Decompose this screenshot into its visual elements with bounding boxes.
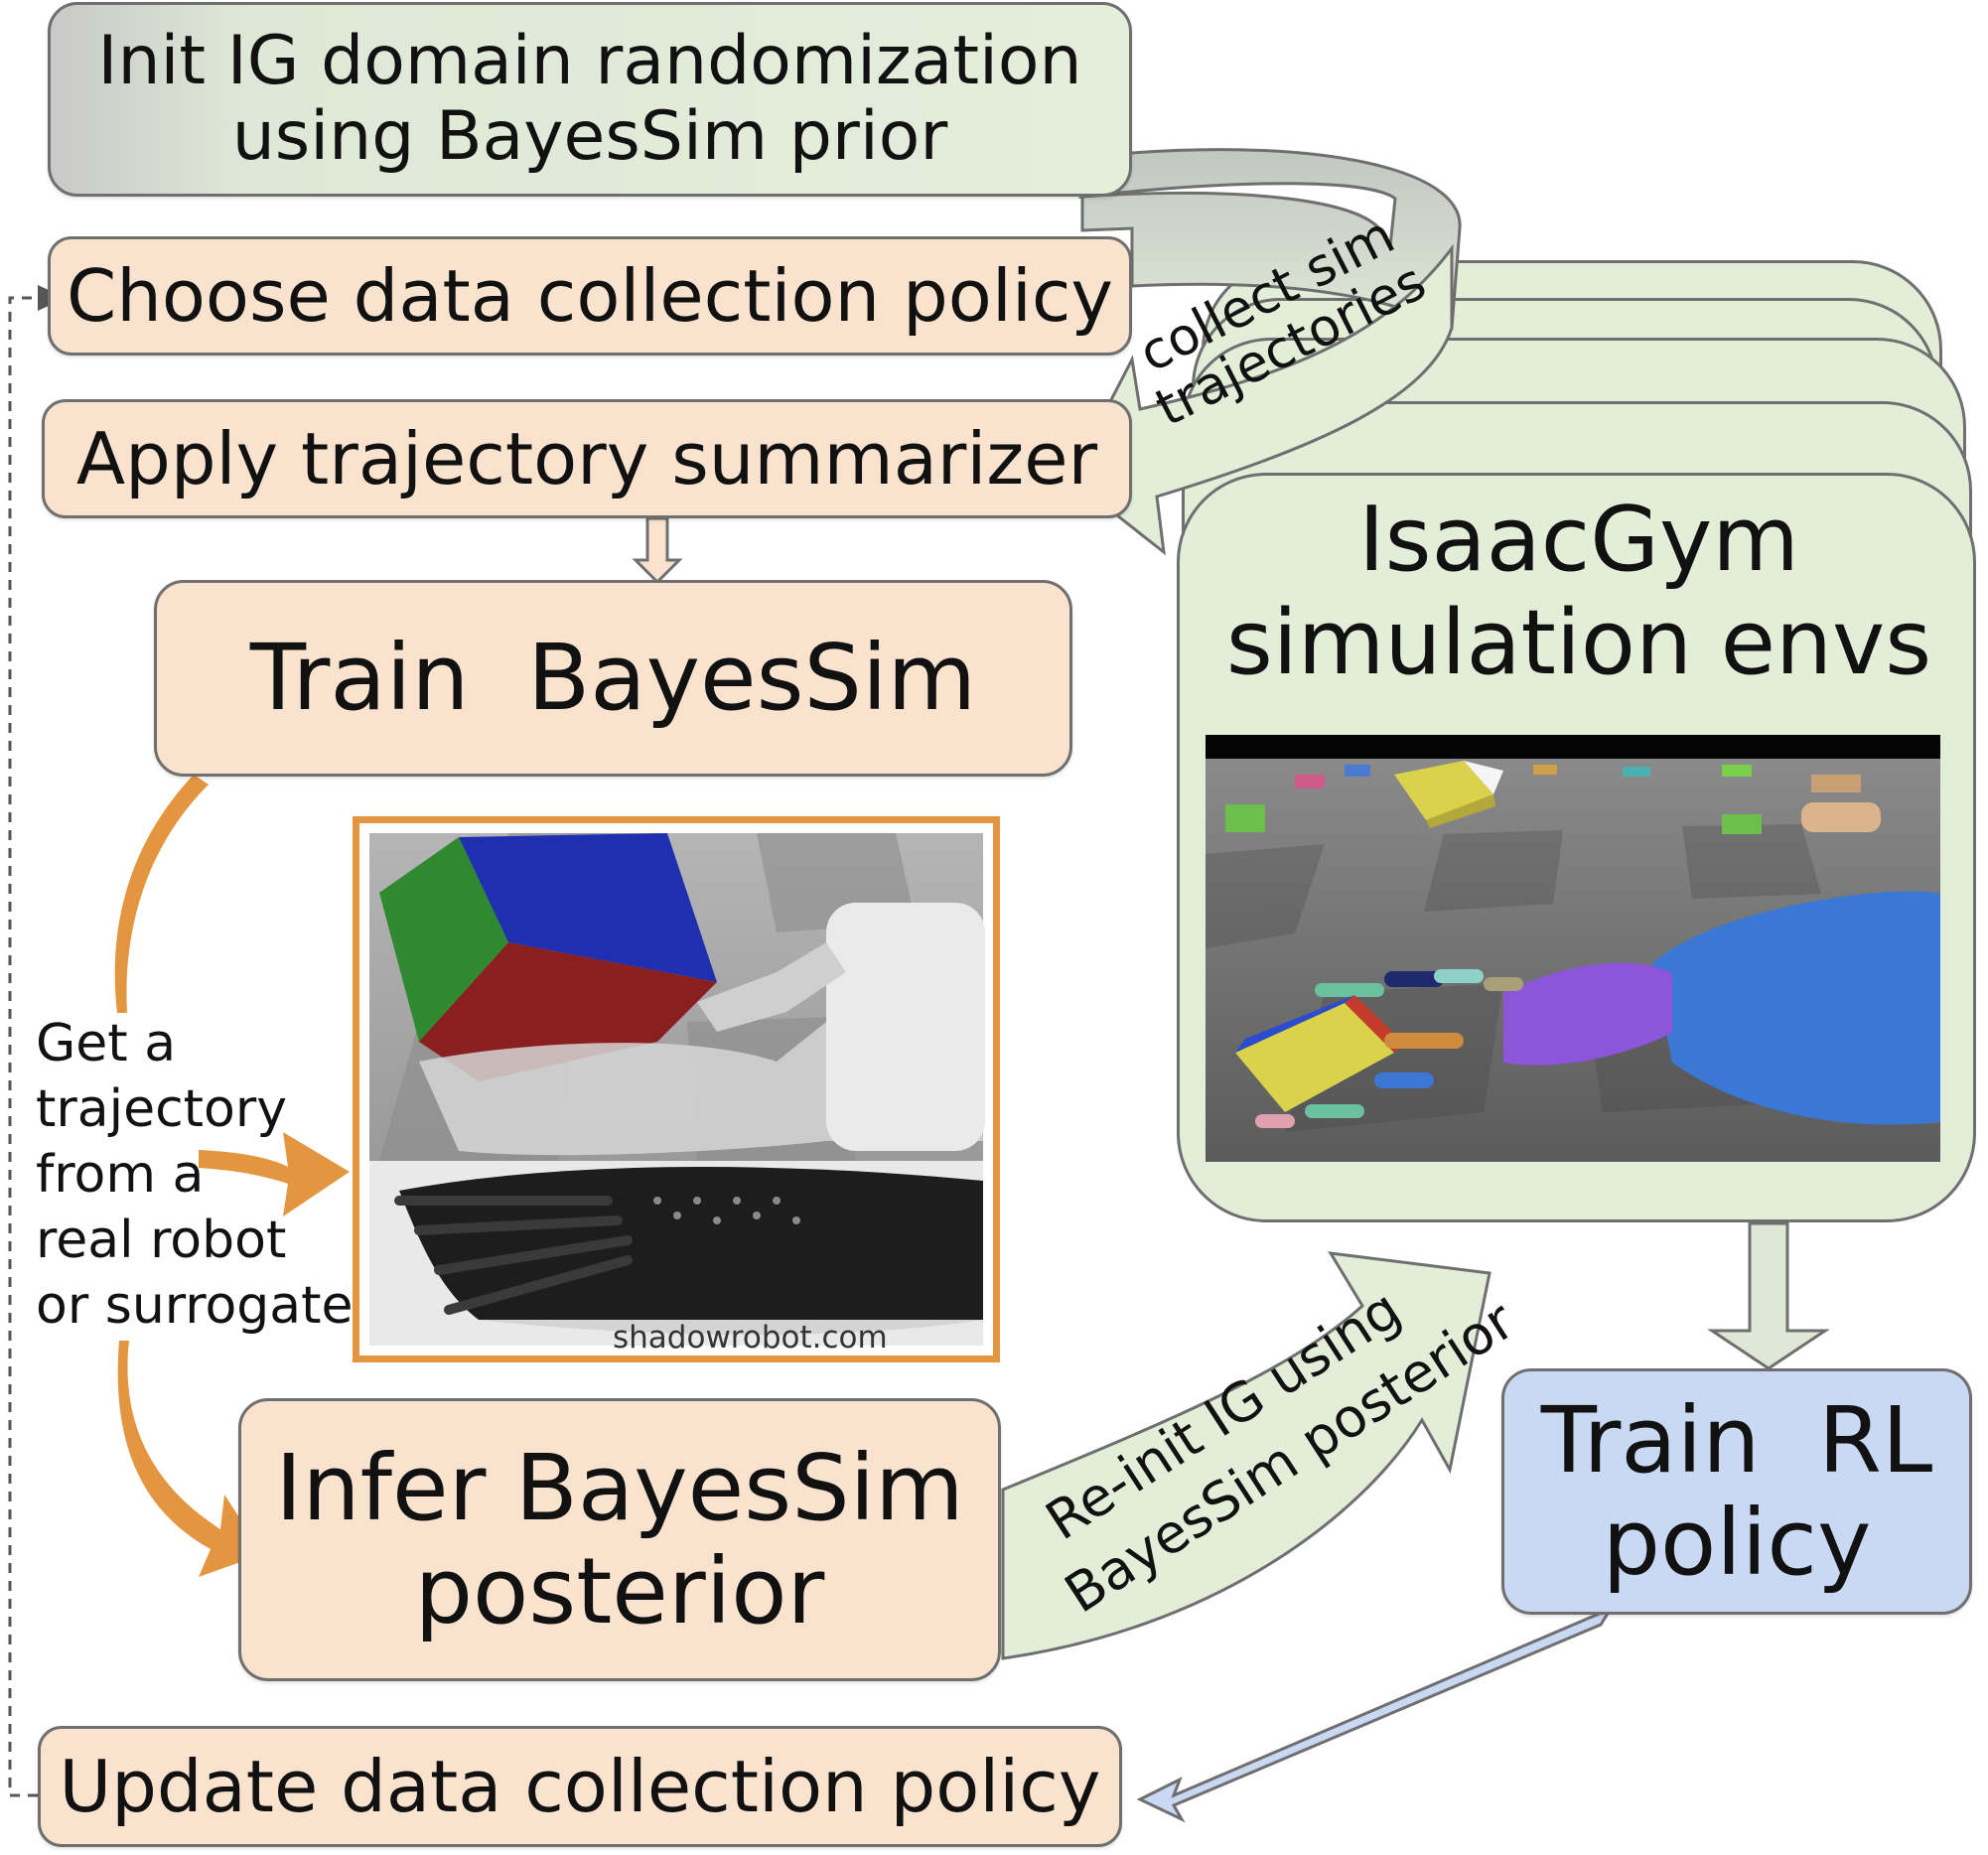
init-to-env-ribbon <box>1077 148 1462 331</box>
train-rl-to-update-arrow <box>1136 1605 1615 1823</box>
infer-posterior-box: Infer BayesSim posterior <box>238 1398 1001 1681</box>
real-robot-side-label: Get a trajectory from a real robot or su… <box>36 1011 363 1339</box>
simulation-image <box>1206 735 1940 1162</box>
env-title-line-1: IsaacGym <box>1358 488 1799 592</box>
feedback-loop-dashed-line <box>8 296 40 1797</box>
apply-summarizer-label: Apply trajectory summarizer <box>75 416 1098 500</box>
infer-line-2: posterior <box>414 1537 825 1644</box>
side-label-line-4: real robot <box>36 1211 287 1270</box>
real-robot-image: shadowrobot.com <box>353 816 1000 1362</box>
init-line-2: using BayesSim prior <box>231 97 948 176</box>
side-label-line-5: or surrogate <box>36 1276 354 1336</box>
init-box: Init IG domain randomization using Bayes… <box>48 2 1132 197</box>
orange-arrow-to-image <box>199 1132 350 1216</box>
update-policy-box: Update data collection policy <box>38 1726 1122 1847</box>
init-line-1: Init IG domain randomization <box>97 21 1082 100</box>
choose-policy-box: Choose data collection policy <box>48 236 1132 356</box>
env-title: IsaacGym simulation envs <box>1182 489 1976 694</box>
update-policy-label: Update data collection policy <box>59 1744 1101 1828</box>
side-label-line-3: from a <box>36 1145 205 1205</box>
reinit-arrow <box>1001 1251 1491 1660</box>
apply-summarizer-box: Apply trajectory summarizer <box>42 399 1132 518</box>
infer-line-1: Infer BayesSim <box>275 1435 964 1542</box>
apply-to-train-arrow <box>632 516 683 585</box>
side-label-line-1: Get a <box>36 1014 177 1073</box>
real-robot-scene <box>369 833 985 1346</box>
train-bayessim-box: Train BayesSim <box>154 580 1072 777</box>
choose-policy-label: Choose data collection policy <box>66 253 1114 338</box>
simulation-scene <box>1206 735 1940 1162</box>
train-rl-line-1: Train RL <box>1540 1386 1933 1494</box>
train-rl-box: Train RL policy <box>1501 1368 1972 1615</box>
env-title-line-2: simulation envs <box>1225 590 1932 695</box>
watermark-text: shadowrobot.com <box>613 1320 888 1356</box>
orange-curve-bottom <box>117 1341 264 1577</box>
env-to-train-rl-arrow <box>1707 1221 1830 1370</box>
orange-curve-top <box>114 775 209 1013</box>
train-rl-line-2: policy <box>1602 1490 1872 1596</box>
train-bayessim-label: Train BayesSim <box>249 625 977 732</box>
side-label-line-2: trajectory <box>36 1079 288 1139</box>
